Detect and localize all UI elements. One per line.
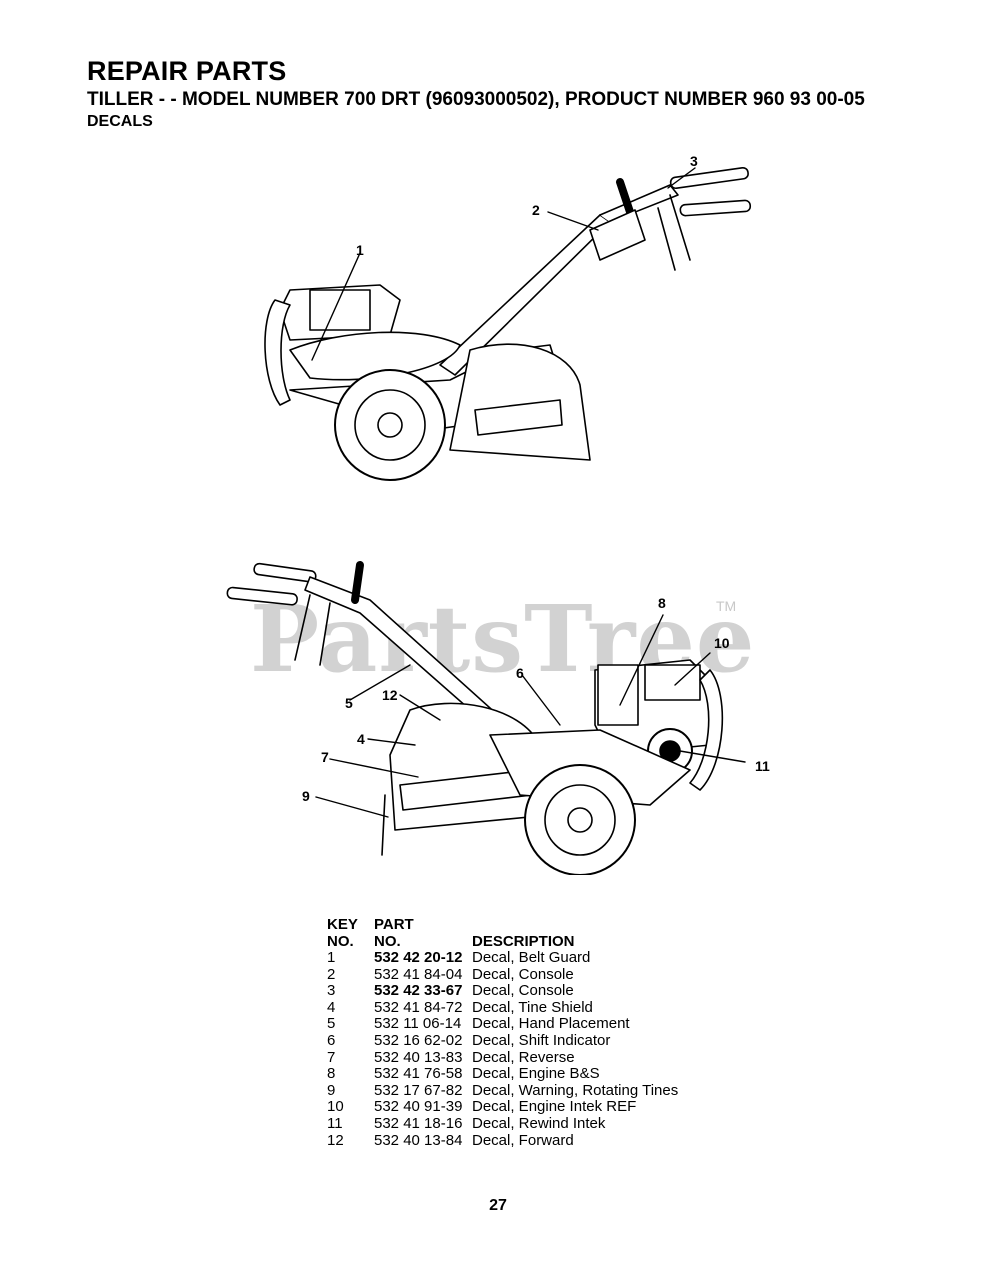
description-cell: Decal, Engine Intek REF [472, 1098, 637, 1116]
part-no-cell: 532 41 18-16 [374, 1114, 463, 1132]
part-no-cell: 532 40 13-83 [374, 1048, 463, 1066]
description-cell: Decal, Rewind Intek [472, 1114, 606, 1132]
description-cell: Decal, Reverse [472, 1048, 575, 1066]
callout-10: 10 [714, 635, 730, 651]
key-no-cell: 5 [327, 1015, 336, 1033]
callout-4: 4 [357, 731, 365, 747]
description-cell: Decal, Tine Shield [472, 998, 593, 1016]
part-no-cell: 532 42 33-67 [374, 982, 463, 1000]
table-row: 11 532 41 18-16 Decal, Rewind Intek [327, 1114, 678, 1133]
table-row: 9 532 17 67-82 Decal, Warning, Rotating Ti… [327, 1081, 679, 1100]
table-row: 5 532 11 06-14 Decal, Hand Placement [327, 1016, 678, 1033]
tiller-drawing-bottom [226, 561, 746, 876]
callout-8: 8 [658, 595, 666, 611]
parts-table: KEY NO. PART NO. DESCRIPTION 1 532 42 20-… [327, 916, 678, 1149]
part-no-cell: 532 11 06-14 [374, 1015, 462, 1033]
table-row: 10 532 40 91-39 Decal, Engine Intek REF [327, 1099, 678, 1116]
callout-6: 6 [516, 665, 524, 681]
part-no-cell: 532 16 62-02 [374, 1031, 463, 1049]
key-no-cell: 6 [327, 1031, 336, 1049]
description-cell: Decal, Hand Placement [472, 1015, 630, 1033]
description-cell: Decal, Warning, Rotating Tines [472, 1081, 679, 1099]
key-no-header: KEY NO. [327, 916, 374, 950]
callout-7: 7 [321, 749, 329, 765]
tiller-drawing-top [264, 166, 752, 481]
trademark-mark: TM [716, 598, 737, 614]
table-row: 4 532 41 84-72 Decal, Tine Shield [327, 998, 678, 1017]
key-header-line2: NO. [327, 933, 354, 950]
table-row: 2 532 41 84-04 Decal, Console [327, 965, 678, 984]
section-heading: DECALS [87, 113, 153, 130]
callout-3: 3 [690, 153, 698, 169]
key-no-cell: 10 [327, 1098, 344, 1116]
callout-1: 1 [356, 242, 364, 258]
callout-9: 9 [302, 788, 310, 804]
part-no-cell: 532 17 67-82 [374, 1081, 463, 1099]
page-number: 27 [489, 1197, 507, 1214]
table-row: 7 532 40 13-83 Decal, Reverse [327, 1048, 678, 1067]
key-no-cell: 7 [327, 1048, 336, 1066]
description-cell: Decal, Forward [472, 1131, 574, 1149]
callout-11: 11 [755, 758, 770, 774]
key-no-cell: 12 [327, 1131, 344, 1149]
part-no-cell: 532 41 76-58 [374, 1065, 463, 1083]
part-no-cell: 532 41 84-72 [374, 998, 463, 1016]
table-row: 12 532 40 13-84 Decal, Forward [327, 1131, 678, 1150]
callout-5: 5 [345, 695, 353, 711]
tiller-diagram-bottom: 8 10 6 5 12 4 7 9 11 [220, 555, 780, 876]
table-row: 8 532 41 76-58 Decal, Engine B&S [327, 1066, 678, 1083]
description-cell: Decal, Belt Guard [472, 949, 591, 966]
description-cell: Decal, Shift Indicator [472, 1031, 611, 1049]
part-no-cell: 532 41 84-04 [374, 965, 463, 983]
key-no-cell: 1 [327, 949, 336, 966]
table-header-row: KEY NO. PART NO. DESCRIPTION [327, 916, 678, 950]
part-header-line1: PART [374, 916, 414, 933]
parts-table-body: 1 532 42 20-12 Decal, Belt Guard 2 532 41 84… [327, 949, 679, 1150]
key-no-cell: 11 [327, 1114, 343, 1132]
callout-2: 2 [532, 202, 540, 218]
part-no-cell: 532 40 13-84 [374, 1131, 463, 1149]
description-cell: Decal, Console [472, 965, 574, 983]
part-header-line2: NO. [374, 933, 401, 950]
key-no-cell: 2 [327, 965, 336, 983]
table-row: 6 532 16 62-02 Decal, Shift Indicator [327, 1031, 678, 1050]
model-subtitle: TILLER - - MODEL NUMBER 700 DRT (9609300… [87, 89, 865, 110]
key-no-cell: 9 [327, 1081, 336, 1099]
table-row: 3 532 42 33-67 Decal, Console [327, 983, 678, 1000]
key-header-line1: KEY [327, 916, 358, 933]
part-no-header: PART NO. [374, 916, 472, 950]
key-no-cell: 4 [327, 998, 336, 1016]
tiller-diagram-top: 1 2 3 [250, 150, 770, 490]
table-row: 1 532 42 20-12 Decal, Belt Guard [327, 949, 678, 967]
description-header: DESCRIPTION [472, 933, 575, 950]
description-cell: Decal, Engine B&S [472, 1065, 600, 1083]
description-cell: Decal, Console [472, 982, 574, 1000]
part-no-cell: 532 42 20-12 [374, 949, 463, 966]
part-no-cell: 532 40 91-39 [374, 1098, 463, 1116]
callout-12: 12 [382, 687, 398, 703]
key-no-cell: 8 [327, 1065, 336, 1083]
page-title: REPAIR PARTS [87, 56, 287, 86]
key-no-cell: 3 [327, 982, 336, 1000]
